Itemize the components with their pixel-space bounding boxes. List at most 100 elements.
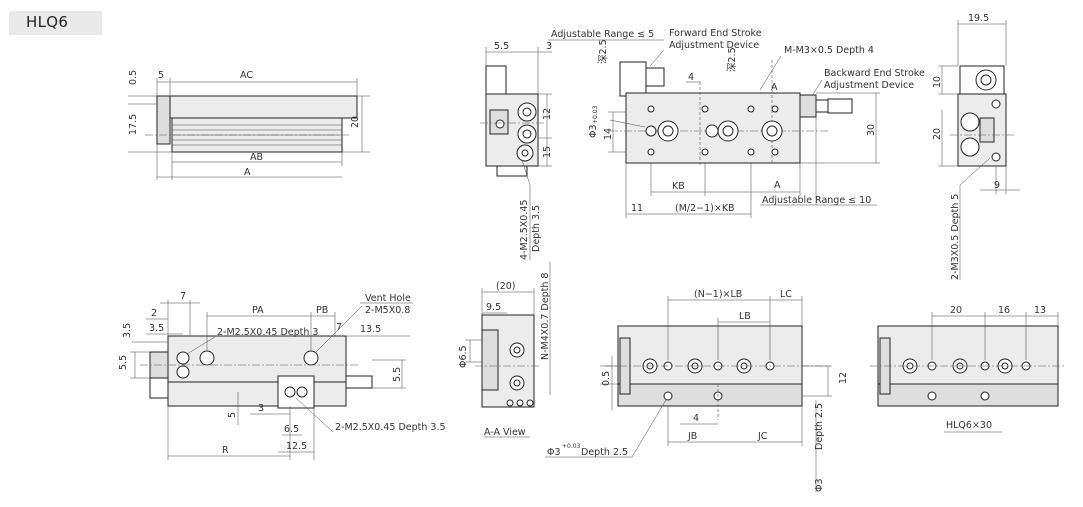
side-dim-20: 20 — [350, 116, 361, 128]
front-dim-55: 5.5 — [494, 41, 509, 52]
btm-dim-135: 13.5 — [360, 324, 381, 335]
bm-table — [617, 325, 803, 385]
fwd-stopper — [619, 61, 647, 97]
bm-dim-jb: JB — [687, 431, 697, 442]
ex-dim-16: 16 — [998, 305, 1010, 316]
top-dim-kb: KB — [672, 181, 685, 192]
bm-dim-lc: LC — [780, 289, 792, 300]
btm-dim-pb: PB — [316, 305, 328, 316]
top-dim-30: 30 — [866, 124, 877, 136]
btm-dim-3: 3 — [258, 403, 264, 414]
section-caption: A-A View — [484, 427, 526, 438]
bm-body — [617, 383, 803, 407]
top-dim-11: 11 — [631, 203, 643, 214]
btm-dim-35b: 3.5 — [149, 323, 164, 334]
back-dim-9: 9 — [994, 180, 1000, 191]
bm-dim-jc: JC — [757, 431, 768, 442]
ex-dim-13: 13 — [1034, 305, 1046, 316]
back-dim-195: 19.5 — [968, 13, 989, 24]
back-dim-10: 10 — [932, 76, 943, 88]
side-dim-175: 17.5 — [128, 114, 139, 135]
side-dim-5: 5 — [158, 70, 164, 81]
adj-range-bwd: Adjustable Range ≤ 10 — [762, 195, 871, 206]
bottom-view: 7 2 PA PB Vent Hole 2-M5X0.8 3.5 3.5 2-M… — [118, 291, 446, 460]
top-hole-depth-2: 深2.5 — [727, 47, 738, 72]
bottom-table — [167, 335, 347, 383]
bm-dim-nlb: (N−1)×LB — [694, 289, 742, 300]
vent-hole: Vent Hole — [365, 293, 411, 304]
fwd-device-1: Forward End Stroke — [669, 28, 762, 39]
bottom-mid-view: (N−1)×LB LC LB 0.5 12 4 JB JC Φ3 +0.03 D… — [545, 289, 849, 492]
btm-thread-top: 2-M2.5X0.45 Depth 3 — [217, 327, 318, 338]
btm-thread-bottom: 2-M2.5X0.45 Depth 3.5 — [335, 422, 446, 433]
bwd-stopper — [799, 94, 817, 118]
side-dim-ab: AB — [250, 152, 263, 163]
btm-dim-55a: 5.5 — [118, 355, 129, 370]
btm-dim-5: 5 — [227, 412, 238, 418]
side-endcap — [156, 95, 171, 145]
bm-dim-lb: LB — [739, 311, 751, 322]
ex-dim-20: 20 — [950, 305, 962, 316]
bwd-device-1: Backward End Stroke — [824, 68, 925, 79]
bm-hole-left-depth: Depth 2.5 — [581, 447, 628, 458]
section-dim-20: (20) — [496, 281, 516, 292]
btm-dim-7: 7 — [180, 291, 186, 302]
bwd-device-2: Adjustment Device — [824, 80, 914, 91]
back-dim-20: 20 — [932, 128, 943, 140]
section-dim-65: Φ6.5 — [458, 345, 469, 368]
section-view: (20) 9.5 Φ6.5 N-M4X0.7 Depth 8 A-A View — [458, 262, 551, 438]
front-thread: 4-M2.5X0.45 — [519, 200, 530, 260]
front-dim-12: 12 — [542, 108, 553, 120]
section-thread: N-M4X0.7 Depth 8 — [540, 273, 551, 360]
example-view: 20 16 13 HLQ6×30 — [870, 305, 1065, 433]
bm-hole-right: Φ3 — [814, 478, 825, 492]
btm-dim-7b: 7 — [336, 322, 342, 333]
side-view: 5 AC 0.5 17.5 20 AB A — [128, 70, 370, 180]
bm-hole-right-depth: Depth 2.5 — [814, 403, 825, 450]
front-stopper — [485, 65, 507, 95]
ex-body — [877, 383, 1059, 407]
front-thread-depth: Depth 3.5 — [531, 205, 542, 252]
top-hole-dia: Φ3 — [588, 124, 599, 138]
top-hole-tol: +0.03 — [592, 105, 599, 124]
fwd-device-2: Adjustment Device — [669, 40, 759, 51]
btm-dim-r: R — [222, 445, 229, 456]
section-dim-95: 9.5 — [486, 302, 501, 313]
btm-dim-35a: 3.5 — [122, 323, 133, 338]
bm-dim-05: 0.5 — [601, 371, 612, 386]
front-end-view: 5.5 3 12 15 4-M2.5X0.45 Depth 3.5 — [480, 41, 553, 260]
ex-caption: HLQ6×30 — [946, 420, 992, 431]
adj-range-fwd: Adjustable Range ≤ 5 — [551, 29, 654, 40]
side-table — [169, 95, 358, 119]
bm-dim-12: 12 — [838, 372, 849, 384]
top-hole-depth: 深2.5 — [598, 39, 609, 64]
bottom-body — [167, 381, 347, 407]
top-dim-a: A — [774, 180, 781, 191]
btm-dim-55b: 5.5 — [392, 367, 403, 382]
front-dim-15: 15 — [542, 146, 553, 158]
mount-thread: M-M3×0.5 Depth 4 — [784, 45, 874, 56]
model-label: HLQ6 — [26, 13, 69, 31]
vent-thread: 2-M5X0.8 — [365, 305, 410, 316]
top-dim-4: 4 — [688, 72, 694, 83]
back-end-view: 19.5 10 20 9 2-M3X0.5 Depth 5 — [932, 13, 1020, 280]
top-dim-pitch: (M/2−1)×KB — [675, 203, 735, 214]
bm-hole-left: Φ3 — [547, 447, 561, 458]
back-thread: 2-M3X0.5 Depth 5 — [950, 194, 961, 280]
top-view: Adjustable Range ≤ 5 Forward End Stroke … — [548, 28, 925, 218]
side-dim-a: A — [244, 167, 251, 178]
bm-hole-left-tol: +0.03 — [562, 443, 581, 450]
btm-dim-2: 2 — [151, 308, 157, 319]
bottom-endcap — [149, 351, 169, 381]
top-dim-14: 14 — [603, 128, 614, 140]
side-dim-ac: AC — [240, 70, 253, 81]
ex-table — [877, 325, 1059, 385]
btm-dim-65: 6.5 — [284, 424, 299, 435]
btm-dim-125: 12.5 — [286, 441, 307, 452]
front-dim-3: 3 — [546, 41, 552, 52]
section-mark-a: A — [771, 82, 778, 93]
btm-dim-pa: PA — [252, 305, 264, 316]
side-dim-05: 0.5 — [128, 70, 139, 85]
bm-dim-4: 4 — [693, 413, 699, 424]
